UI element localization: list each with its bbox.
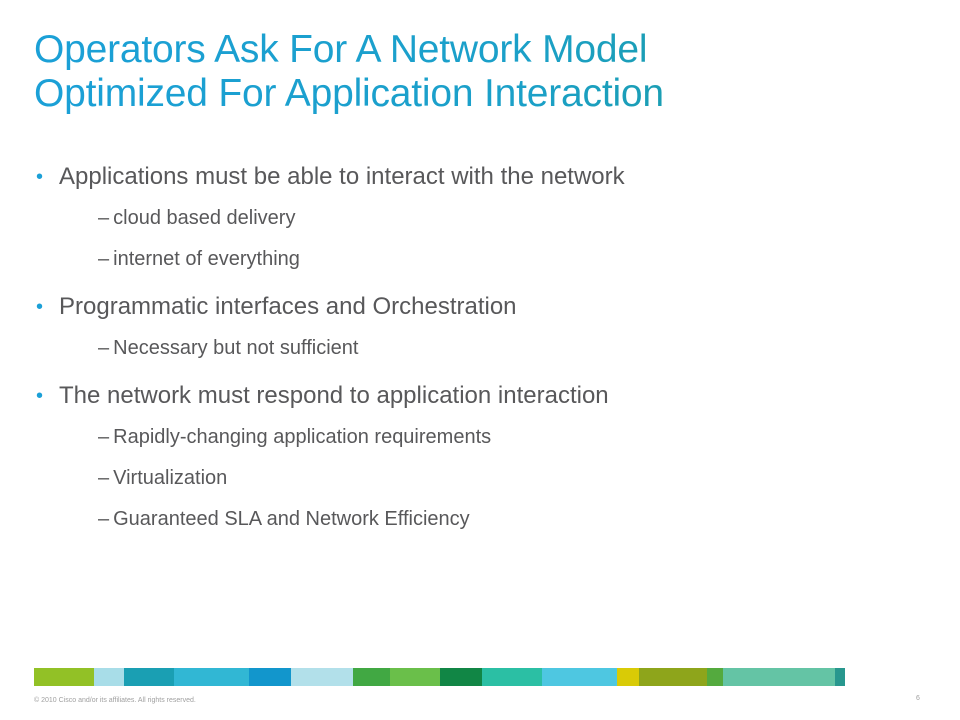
color-bar-segment bbox=[249, 668, 291, 686]
color-bar-segment bbox=[542, 668, 617, 686]
sub-bullet-text: Guaranteed SLA and Network Efficiency bbox=[113, 508, 470, 530]
bullet-icon: • bbox=[36, 385, 44, 407]
color-bar-segment bbox=[94, 668, 124, 686]
color-bar-segment bbox=[707, 668, 723, 686]
color-bar-segment bbox=[835, 668, 845, 686]
dash-icon: – bbox=[98, 426, 110, 448]
sub-bullet-internet: –internet of everything bbox=[34, 247, 914, 271]
page-number: 6 bbox=[916, 695, 920, 702]
copyright-notice: © 2010 Cisco and/or its affiliates. All … bbox=[34, 697, 196, 704]
bullet-applications: • Applications must be able to interact w… bbox=[34, 162, 914, 192]
sub-bullet-rapidly: –Rapidly-changing application requiremen… bbox=[34, 425, 914, 449]
color-bar-segment bbox=[174, 668, 249, 686]
sub-bullet-text: internet of everything bbox=[113, 248, 300, 270]
sub-bullet-text: Rapidly-changing application requirement… bbox=[113, 426, 492, 448]
bullet-icon: • bbox=[36, 296, 44, 318]
color-bar-segment bbox=[723, 668, 835, 686]
color-bar-segment bbox=[34, 668, 94, 686]
color-bar-segment bbox=[482, 668, 542, 686]
dash-icon: – bbox=[98, 207, 110, 229]
sub-bullet-text: Virtualization bbox=[113, 467, 228, 489]
dash-icon: – bbox=[98, 508, 110, 530]
color-bar-segment bbox=[617, 668, 639, 686]
slide-title: Operators Ask For A Network Model Optimi… bbox=[34, 28, 934, 116]
dash-icon: – bbox=[98, 467, 110, 489]
color-bar-segment bbox=[440, 668, 482, 686]
color-bar-segment bbox=[639, 668, 707, 686]
color-bar-segment bbox=[390, 668, 440, 686]
slide-title-line-2: Optimized For Application Interaction bbox=[34, 72, 664, 115]
dash-icon: – bbox=[98, 248, 110, 270]
bullet-network-respond: • The network must respond to application… bbox=[34, 381, 914, 411]
sub-bullet-text: cloud based delivery bbox=[113, 207, 296, 229]
footer-color-bar bbox=[34, 668, 924, 686]
bullet-text: Programmatic interfaces and Orchestratio… bbox=[59, 293, 517, 320]
dash-icon: – bbox=[98, 337, 110, 359]
sub-bullet-necessary: –Necessary but not sufficient bbox=[34, 336, 914, 360]
color-bar-segment bbox=[291, 668, 353, 686]
bullet-icon: • bbox=[36, 166, 44, 188]
sub-bullet-sla: –Guaranteed SLA and Network Efficiency bbox=[34, 507, 914, 531]
slide-body: • Applications must be able to interact w… bbox=[34, 150, 914, 531]
sub-bullet-text: Necessary but not sufficient bbox=[113, 337, 359, 359]
color-bar-segment bbox=[124, 668, 174, 686]
sub-bullet-cloud: –cloud based delivery bbox=[34, 206, 914, 230]
slide-title-line-1: Operators Ask For A Network Model bbox=[34, 28, 648, 71]
bullet-programmatic: • Programmatic interfaces and Orchestrati… bbox=[34, 292, 914, 322]
sub-bullet-virtualization: –Virtualization bbox=[34, 466, 914, 490]
color-bar-segment bbox=[353, 668, 390, 686]
bullet-text: The network must respond to application … bbox=[59, 382, 609, 409]
bullet-text: Applications must be able to interact wi… bbox=[59, 163, 625, 190]
